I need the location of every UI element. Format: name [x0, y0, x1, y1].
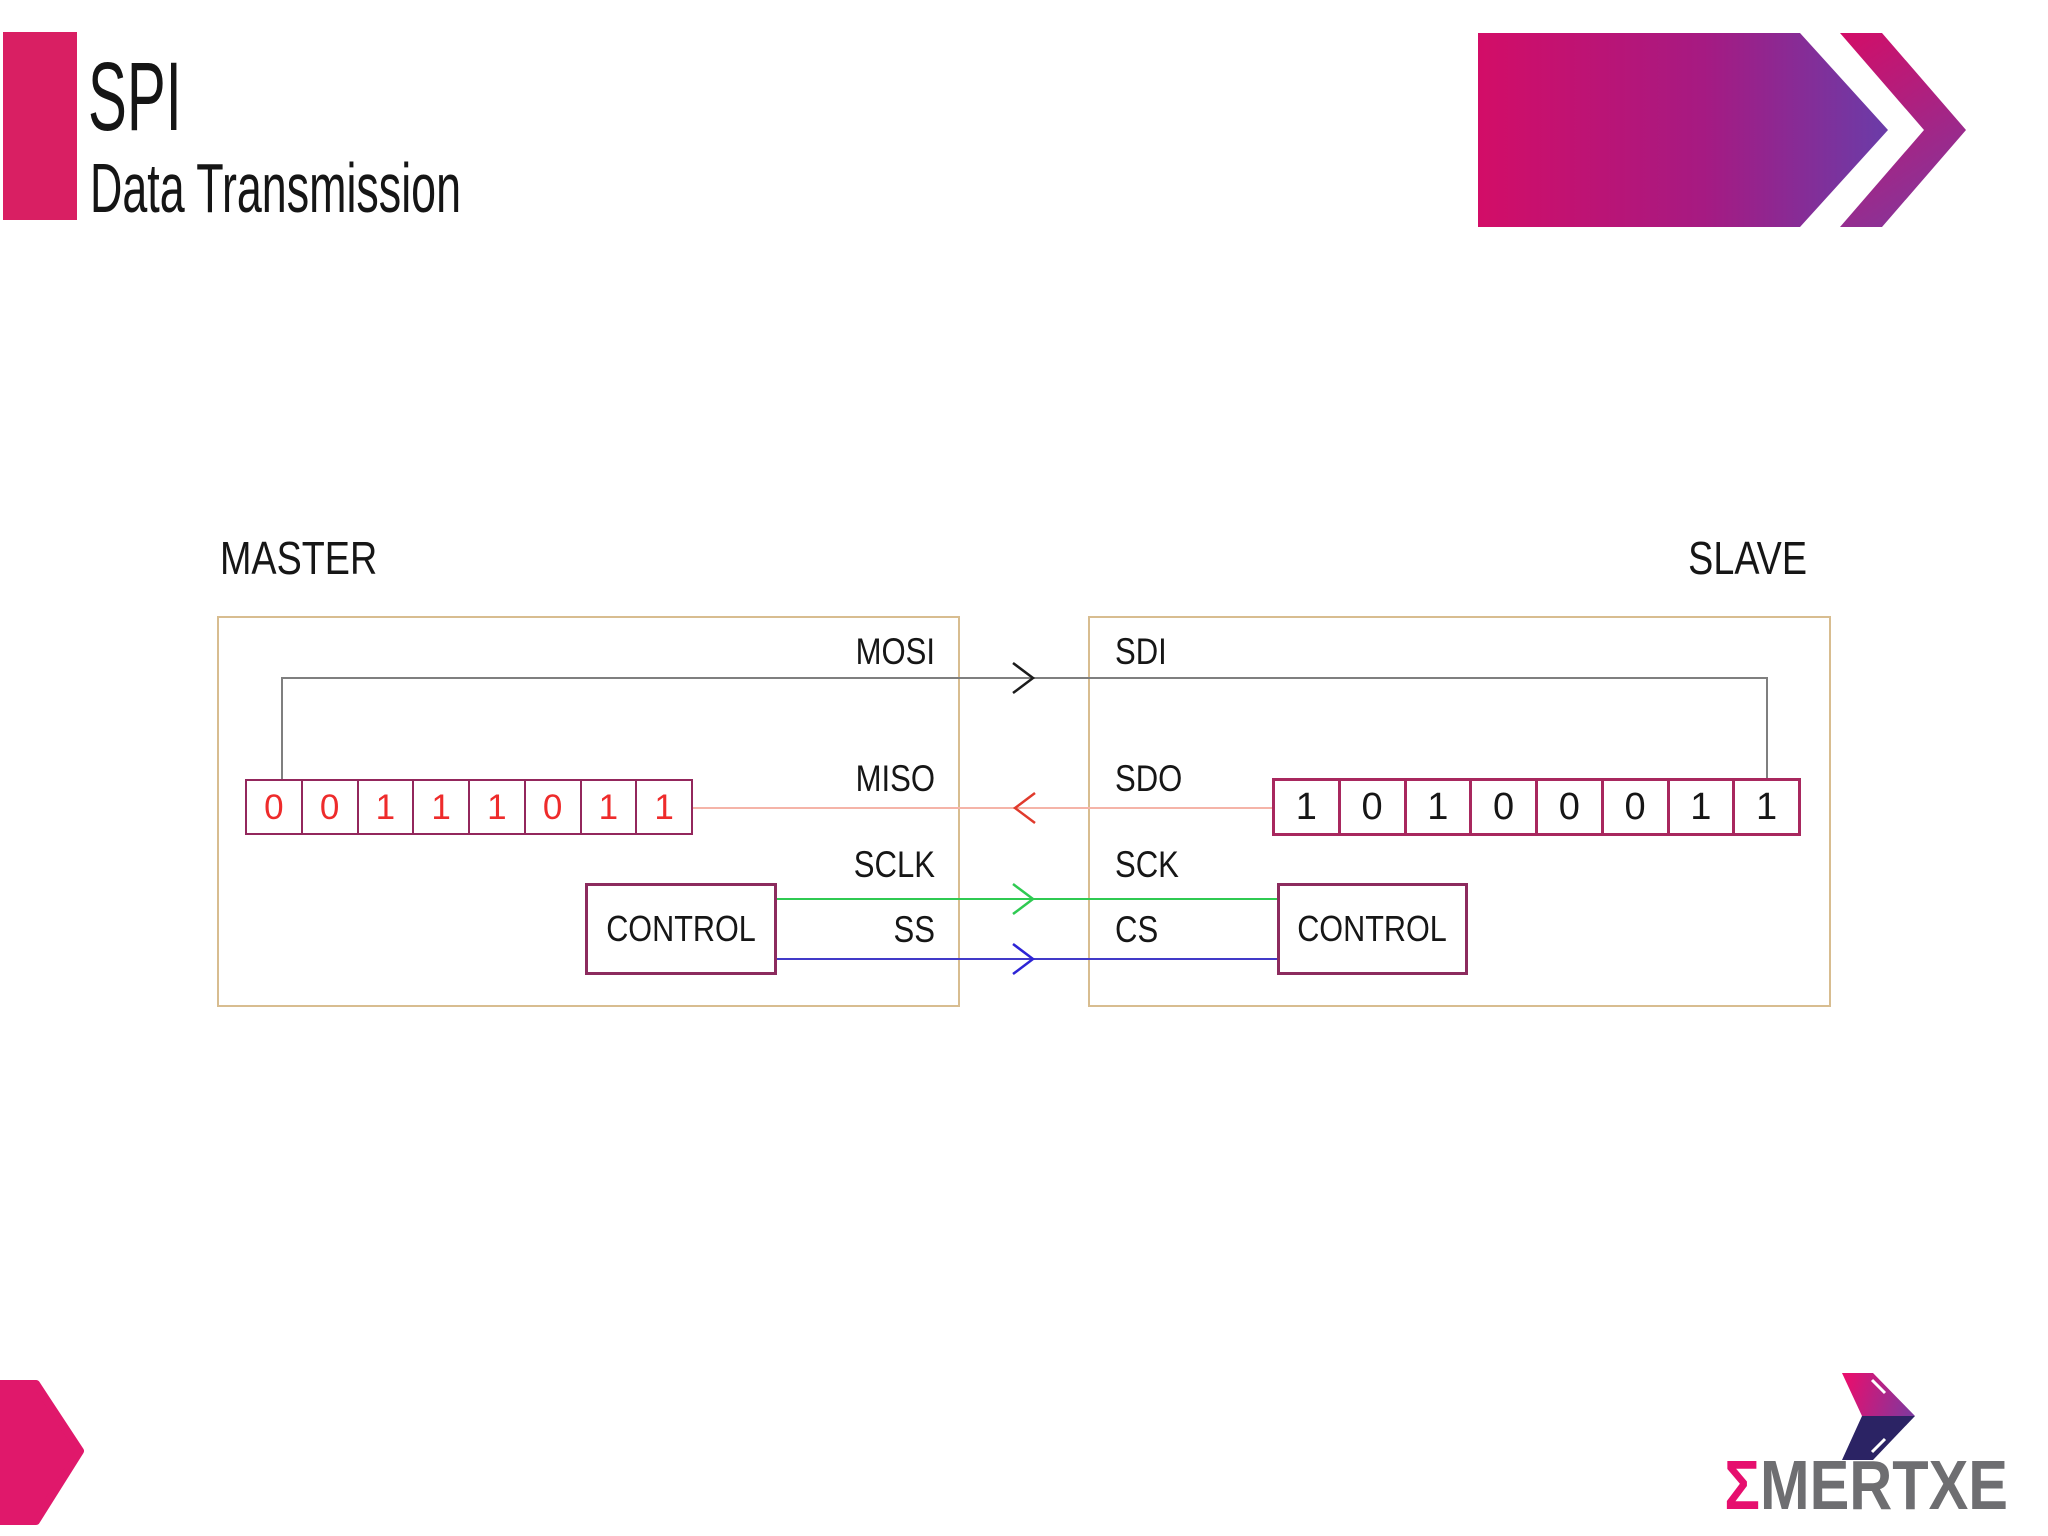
title-accent-bar: [3, 32, 77, 220]
signal-label-ss: SS: [893, 909, 935, 950]
signal-label-sdi: SDI: [1115, 631, 1167, 672]
wire-mosi-vertical-master: [281, 677, 283, 780]
slave-control-label: CONTROL: [1297, 908, 1448, 949]
bit-value: 0: [264, 787, 284, 827]
bit-value: 1: [1756, 786, 1778, 828]
register-cell: 1: [412, 781, 468, 833]
register-cell: 1: [635, 781, 691, 833]
wire-sclk: [777, 898, 1278, 900]
header-arrow-graphic: [1478, 33, 1966, 227]
master-section-label: MASTER: [220, 532, 378, 584]
bit-value: 1: [654, 787, 674, 827]
signal-label-mosi: MOSI: [855, 631, 935, 672]
signal-label-sdo: SDO: [1115, 758, 1183, 799]
register-cell: 0: [1469, 781, 1535, 833]
master-control-label: CONTROL: [606, 908, 756, 949]
logo-name: MERTXE: [1760, 1446, 2008, 1524]
logo-sigma: Σ: [1724, 1446, 1761, 1524]
bit-value: 0: [319, 787, 340, 827]
register-cell: 1: [1732, 781, 1798, 833]
master-control-box: CONTROL: [585, 883, 777, 975]
bit-value: 1: [1427, 786, 1449, 828]
bit-value: 0: [1493, 786, 1515, 828]
slave-control-box: CONTROL: [1277, 883, 1468, 975]
bit-value: 1: [1690, 786, 1712, 828]
register-cell: 0: [247, 781, 301, 833]
register-cell: 0: [300, 781, 357, 833]
register-cell: 1: [1403, 781, 1470, 833]
bit-value: 0: [542, 787, 563, 827]
master-box: [217, 616, 960, 1007]
register-cell: 1: [1666, 781, 1733, 833]
emertxe-logo: ΣMERTXE: [1724, 1450, 2008, 1520]
bit-value: 1: [431, 787, 451, 827]
bit-value: 0: [1624, 786, 1646, 828]
bit-value: 1: [487, 787, 507, 827]
register-cell: 1: [468, 781, 524, 833]
bit-value: 0: [1361, 786, 1383, 828]
register-cell: 0: [523, 781, 580, 833]
bit-value: 1: [1295, 786, 1317, 828]
register-cell: 1: [579, 781, 636, 833]
signal-label-sck: SCK: [1115, 844, 1179, 885]
footer-accent-arrow: [0, 1380, 84, 1525]
slave-section-label: SLAVE: [1688, 532, 1807, 584]
signal-label-sclk: SCLK: [853, 844, 935, 885]
page-title: SPI: [88, 42, 182, 151]
wire-mosi: [281, 677, 1768, 679]
register-cell: 1: [356, 781, 413, 833]
page-subtitle: Data Transmission: [90, 149, 461, 227]
wire-miso: [692, 807, 1273, 809]
signal-label-miso: MISO: [855, 758, 935, 799]
register-cell: 0: [1600, 781, 1667, 833]
register-cell: 1: [1275, 781, 1338, 833]
bit-value: 0: [1558, 786, 1580, 828]
register-cell: 0: [1337, 781, 1404, 833]
master-shift-register: 0 0 1 1 1 0 1 1: [245, 779, 693, 835]
bit-value: 1: [375, 787, 396, 827]
wire-ss: [777, 958, 1278, 960]
slave-shift-register: 1 0 1 0 0 0 1 1: [1272, 778, 1801, 836]
slave-box: [1088, 616, 1831, 1007]
wire-mosi-vertical-slave: [1766, 677, 1768, 779]
signal-label-cs: CS: [1115, 909, 1159, 950]
register-cell: 0: [1535, 781, 1601, 833]
bit-value: 1: [598, 787, 619, 827]
